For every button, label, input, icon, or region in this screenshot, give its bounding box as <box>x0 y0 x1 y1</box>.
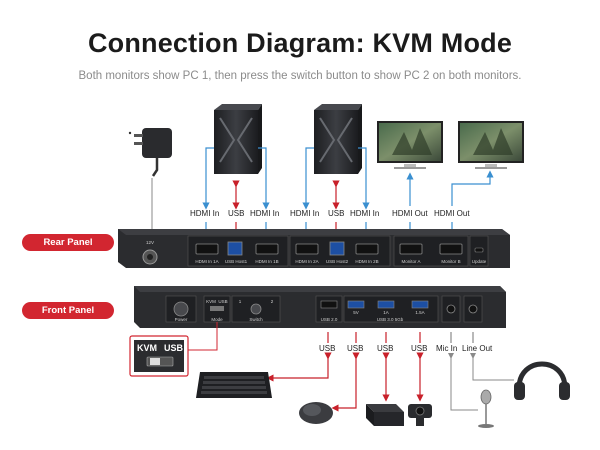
microphone-icon <box>478 389 494 428</box>
port-power: Power <box>174 317 188 322</box>
port-usb-host1: USB Host1 <box>224 259 248 264</box>
cable-headphones <box>470 353 514 381</box>
callout-kvm: KVM <box>137 343 157 353</box>
cable-pc2-hdmi-b <box>358 147 370 210</box>
monitor-b-icon <box>458 121 524 169</box>
port-switch-1: 1 <box>238 299 242 304</box>
port-1a: 1A <box>383 310 389 315</box>
diagram-title: Connection Diagram: KVM Mode <box>87 28 513 58</box>
label-hdmi-in-3: HDMI In <box>290 209 320 218</box>
port-hdmi-in-1b: HDMI In 1B <box>255 259 279 264</box>
port-update: Update <box>471 259 487 264</box>
cable-pc1-hdmi-b <box>258 147 270 210</box>
monitor-a-icon <box>377 121 443 169</box>
webcam-icon <box>408 404 432 426</box>
label-front-usb-1: USB <box>319 344 336 353</box>
callout-leader <box>186 322 218 351</box>
label-hdmi-in-2: HDMI In <box>250 209 280 218</box>
power-adapter-icon <box>128 128 172 177</box>
port-mode-usb: USB <box>218 299 228 304</box>
port-hdmi-in-2b: HDMI In 2B <box>355 259 379 264</box>
port-hdmi-in-2a: HDMI In 2A <box>295 259 319 264</box>
label-hdmi-out-1: HDMI Out <box>392 209 428 218</box>
port-5v: 5V <box>353 310 359 315</box>
mouse-icon <box>299 402 333 424</box>
pc1-tower-icon <box>214 104 262 174</box>
label-hdmi-in-1: HDMI In <box>190 209 220 218</box>
label-front-usb-3: USB <box>377 344 394 353</box>
front-panel-device <box>134 286 506 328</box>
port-monitor-a: Monitor A <box>401 259 421 264</box>
callout-usb: USB <box>164 343 184 353</box>
rear-panel-tag: Rear Panel <box>22 234 114 251</box>
port-monitor-b: Monitor B <box>441 259 461 264</box>
port-usb3: USB 3.0 5Gb <box>376 317 404 322</box>
label-mic-in: Mic In <box>436 344 458 353</box>
port-mode-kvm: KVM <box>206 299 216 304</box>
cable-keyboard <box>266 352 332 382</box>
cable-monitor-b <box>451 170 494 206</box>
port-hdmi-in-1a: HDMI In 1A <box>195 259 219 264</box>
port-1-5a: 1.5A <box>415 310 425 315</box>
headphones-icon <box>514 361 570 400</box>
cable-mic <box>448 353 478 411</box>
rear-panel-device <box>118 229 510 268</box>
usb-hub-icon <box>366 404 404 426</box>
label-hdmi-out-2: HDMI Out <box>434 209 470 218</box>
keyboard-icon <box>196 372 272 398</box>
cable-pc2-hdmi-a <box>302 147 314 210</box>
front-panel-tag: Front Panel <box>22 302 114 319</box>
port-dc-12v: 12V <box>145 240 154 245</box>
cable-pc1-hdmi-a <box>202 147 214 210</box>
diagram-subtitle: Both monitors show PC 1, then press the … <box>78 70 522 82</box>
pc2-tower-icon <box>314 104 362 174</box>
port-switch: Switch <box>249 317 263 322</box>
port-switch-2: 2 <box>270 299 274 304</box>
label-line-out: Line Out <box>462 344 493 353</box>
label-usb-1: USB <box>228 209 245 218</box>
label-usb-2: USB <box>328 209 345 218</box>
label-front-usb-2: USB <box>347 344 364 353</box>
label-front-usb-4: USB <box>411 344 428 353</box>
cable-mouse <box>331 352 360 412</box>
port-mode: Mode <box>211 317 223 322</box>
label-hdmi-in-4: HDMI In <box>350 209 380 218</box>
port-usb2: USB 2.0 <box>320 317 338 322</box>
port-usb-host2: USB Host2 <box>325 259 349 264</box>
